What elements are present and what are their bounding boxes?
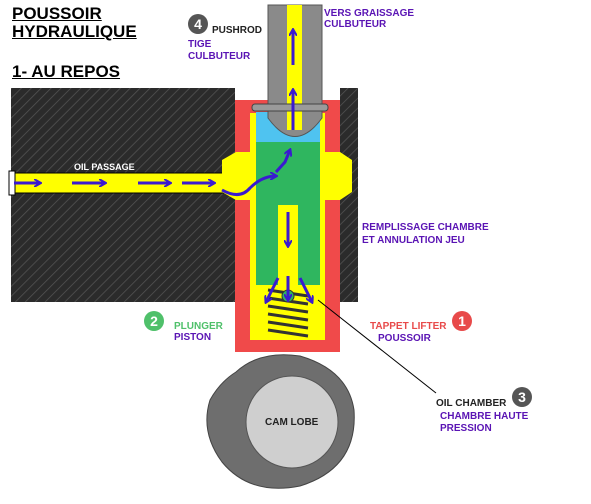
engine-block-right	[340, 88, 358, 302]
tappet-bottom	[235, 340, 340, 352]
cam-lobe-label: CAM LOBE	[265, 417, 319, 428]
engine-block-left	[11, 88, 235, 302]
fill-label-2: ET ANNULATION JEU	[362, 235, 465, 246]
diagram-subtitle: 1- AU REPOS	[12, 62, 121, 81]
tappet-label-en: TAPPET LIFTER	[370, 321, 447, 332]
oil-chamber-label-fr-1: CHAMBRE HAUTE	[440, 411, 529, 422]
diagram-title-line2: HYDRAULIQUE	[12, 22, 137, 41]
pushrod-label-fr-1: TIGE	[188, 39, 212, 50]
plunger-label-en: PLUNGER	[174, 321, 223, 332]
oil-flow-arrows	[14, 30, 312, 302]
pushrod-label-en: PUSHROD	[212, 25, 263, 36]
diagram-title-line1: POUSSOIR	[12, 4, 102, 23]
plunger-label-fr: PISTON	[174, 332, 212, 343]
cam-hub	[245, 375, 339, 469]
pushrod-label-fr-2: CULBUTEUR	[188, 51, 251, 62]
badge-plunger-number: 2	[144, 311, 164, 331]
oil-chamber-leader-line	[317, 299, 437, 394]
to-rocker-label-2: CULBUTEUR	[324, 19, 387, 30]
badge-pushrod-number: 4	[188, 14, 208, 34]
oil-chamber-label-en: OIL CHAMBER	[436, 398, 507, 409]
tappet-oil-groove-left	[222, 152, 250, 200]
to-rocker-label-1: VERS GRAISSAGE	[324, 8, 415, 19]
oil-passage-label: OIL PASSAGE	[74, 162, 135, 172]
tappet-label-fr: POUSSOIR	[378, 333, 431, 344]
badge-oil-chamber-number: 3	[512, 387, 532, 407]
tappet-oil-groove-right	[325, 152, 352, 200]
pushrod-retainer	[251, 103, 329, 112]
badge-tappet-number: 1	[452, 311, 472, 331]
oil-chamber-label-fr-2: PRESSION	[440, 423, 492, 434]
fill-label-1: REMPLISSAGE CHAMBRE	[362, 222, 489, 233]
pushrod-oil-channel	[287, 5, 302, 130]
plunger-check-seat	[278, 262, 298, 276]
